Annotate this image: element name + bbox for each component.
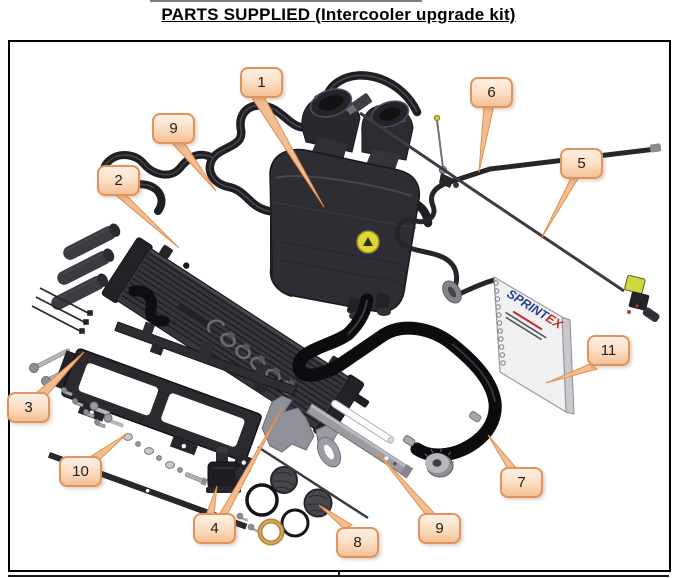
callout-11-manual: 11 xyxy=(587,335,630,366)
callout-leaders xyxy=(35,92,599,530)
cable-ties xyxy=(31,287,93,334)
page-top-edge-artifact xyxy=(150,0,422,2)
gasket-plate xyxy=(316,436,342,468)
harness-connector-top xyxy=(346,93,372,115)
thin-rod xyxy=(257,445,369,520)
intercooler-manifold-assembly xyxy=(269,88,421,320)
callout-1-manifold: 1 xyxy=(240,67,283,98)
callout-2-intercooler: 2 xyxy=(97,165,140,196)
callout-9-rail: 9 xyxy=(418,513,461,544)
manual-cover-text-lines xyxy=(505,310,547,341)
o-rings xyxy=(245,483,310,538)
callout-6-hard-line: 6 xyxy=(470,77,513,108)
copper-sealing-ring xyxy=(257,518,285,546)
callout-7-molded-hose: 7 xyxy=(500,467,543,498)
white-tube xyxy=(331,399,395,444)
support-rail xyxy=(305,403,414,479)
callout-3-bracket-frame: 3 xyxy=(7,392,50,423)
callout-4-water-pump: 4 xyxy=(193,513,236,544)
coolant-hard-line xyxy=(394,143,662,304)
wiring-harness xyxy=(346,93,660,323)
instruction-manual: SPRINTEX xyxy=(493,275,575,415)
sensor-pin xyxy=(433,114,459,188)
pressure-cap-yellow xyxy=(356,230,380,254)
callout-8-mesh-discs: 8 xyxy=(336,527,379,558)
fastener-hardware xyxy=(61,387,260,533)
table-column-divider xyxy=(338,570,340,577)
page-title: PARTS SUPPLIED (Intercooler upgrade kit) xyxy=(161,5,516,24)
callout-10-hardware: 10 xyxy=(59,456,102,487)
cone-fittings xyxy=(402,411,482,447)
callout-9-belt: 9 xyxy=(152,113,195,144)
upper-mount-rail xyxy=(114,321,298,397)
harness-connector-end xyxy=(624,274,660,323)
elbow-hose xyxy=(128,285,170,327)
pipe-grommet xyxy=(442,280,462,304)
rubber-pad-strip xyxy=(177,304,211,328)
knurled-roller xyxy=(424,448,455,478)
callout-5-harness: 5 xyxy=(560,148,603,179)
spiral-binding xyxy=(493,280,506,366)
molded-coolant-hose xyxy=(292,293,502,462)
